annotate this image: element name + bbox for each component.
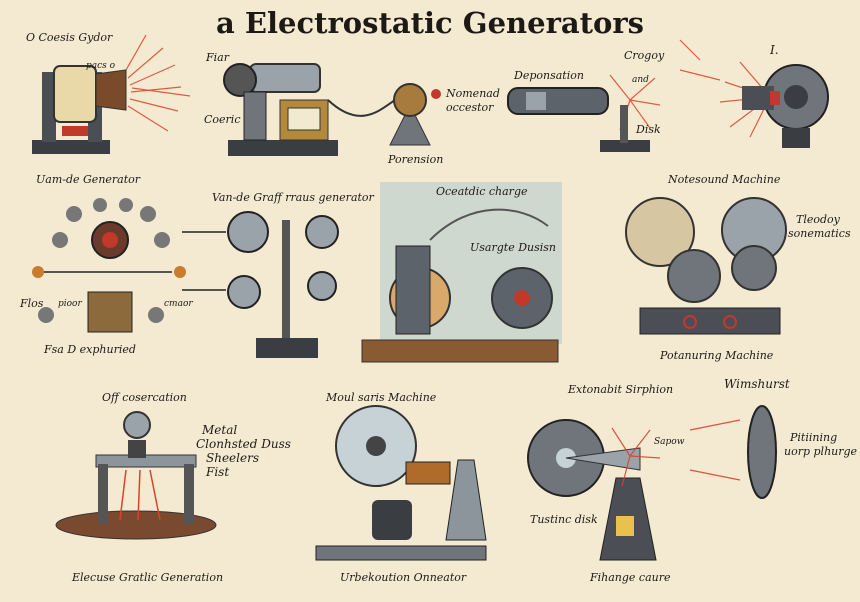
device-elecuse (55, 411, 217, 540)
label-uamde: Uam-de Generator (36, 173, 141, 186)
label-off-coseration: Off cosercation (102, 391, 187, 404)
label-cmaor: cmaor (164, 299, 193, 309)
label-deponsation: Deponsation (514, 69, 584, 82)
label-flos: Flos (20, 297, 44, 310)
device-porension (389, 83, 441, 146)
label-nomenad: Nomenad (446, 87, 500, 100)
page-title: a Electrostatic Generators (216, 6, 644, 40)
label-fsad: Fsa D exphuried (44, 343, 136, 356)
label-urbekoution: Urbekoution Onneator (340, 571, 467, 584)
device-fiar (223, 63, 396, 156)
device-moul-saris (315, 405, 487, 561)
label-wimshurst: Wimshurst (724, 377, 790, 391)
label-disk-top: Disk (636, 123, 661, 136)
label-moulsaris: Moul saris Machine (326, 391, 437, 404)
device-uam-de (32, 198, 186, 333)
device-disk-top (742, 64, 829, 148)
label-l: I. (770, 43, 779, 57)
label-pioor: pioor (58, 299, 82, 309)
label-extonabit: Extonabit Sirphion (568, 383, 674, 396)
label-sapow: Sapow (654, 437, 685, 447)
label-clonhsted: Clonhsted Duss (196, 437, 291, 451)
spark-burst-top-left (125, 34, 191, 132)
label-metal: Metal (202, 423, 238, 437)
label-pitiining: Pitiining (790, 431, 838, 444)
label-sonematics: sonematics (788, 227, 851, 240)
label-fist: Fist (206, 465, 230, 479)
device-oceatic-panel (361, 182, 562, 363)
label-coeric: Coeric (204, 113, 241, 126)
label-notesound: Notesound Machine (668, 173, 781, 186)
label-oceatic: Oceatdic charge (436, 185, 528, 198)
label-crogoy: Crogoy (624, 49, 665, 62)
label-tustinc: Tustinc disk (530, 513, 598, 526)
label-potanuring: Potanuring Machine (660, 349, 774, 362)
spark-burst-top-mid (609, 74, 661, 131)
label-fiar: Fiar (206, 51, 229, 64)
label-sheelers: Sheelers (206, 451, 259, 465)
label-tleodoy: Tleodoy (796, 213, 840, 226)
label-vandegraff: Van-de Graff rraus generator (212, 191, 374, 204)
device-deponsation (507, 87, 650, 152)
label-porension: Porension (388, 153, 444, 166)
label-elecuse: Elecuse Gratlic Generation (72, 571, 224, 584)
label-usargte: Usargte Dusisn (470, 241, 556, 254)
label-end: and (632, 75, 649, 85)
label-uorp: uorp plhurge (784, 445, 858, 458)
device-extonabit (527, 405, 777, 561)
label-top-left-small: pacs o (86, 61, 116, 71)
device-notesound (625, 197, 787, 335)
label-top-left-title: O Coesis Gydor (26, 31, 113, 44)
device-van-de-graff (182, 211, 339, 358)
device-coesis-gydor (32, 65, 127, 154)
label-fihange: Fihange caure (590, 571, 671, 584)
label-oscestor: occestor (446, 101, 494, 114)
